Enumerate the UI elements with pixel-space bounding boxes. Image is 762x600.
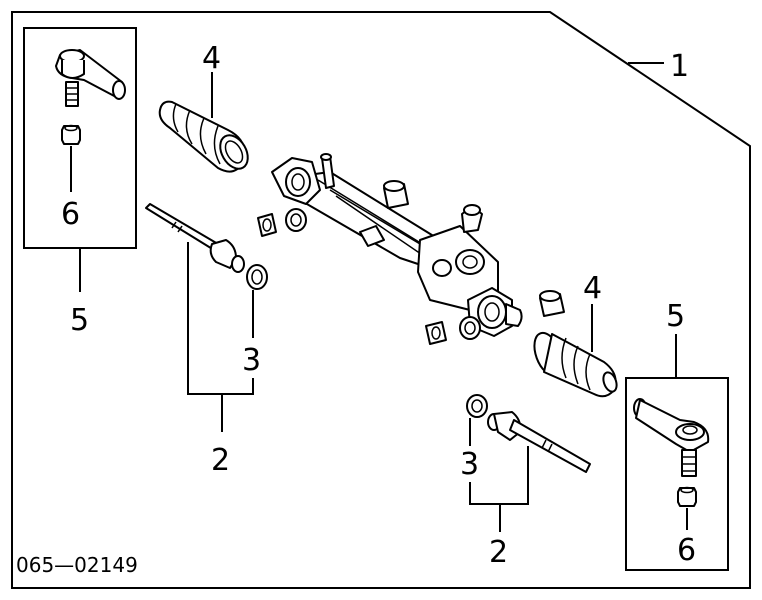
tie-rod-end-box-right [625, 377, 729, 571]
steering-rack-housing [271, 153, 523, 337]
bushing-bottom-left [425, 321, 447, 345]
callout-nut-left: 6 [61, 197, 80, 232]
callout-tie-rod-end-right: 5 [666, 299, 685, 334]
callout-assembly: 1 [670, 49, 689, 84]
boot-right [533, 331, 618, 398]
nut-right [677, 486, 697, 507]
tie-rod-left [145, 203, 245, 273]
tie-rod-end-right [633, 398, 710, 477]
diagram-code: 065—02149 [16, 553, 138, 577]
washer-left [246, 264, 268, 290]
callout-tie-rod-end-left: 5 [70, 303, 89, 338]
callout-boot-left: 4 [202, 41, 221, 76]
tie-rod-right [487, 411, 591, 473]
washer-right [466, 394, 488, 418]
bushing-right [539, 290, 565, 317]
assembly-frame [11, 11, 751, 589]
boot-left [158, 100, 249, 173]
bushing-top [383, 180, 409, 209]
tie-rod-end-left [55, 49, 126, 107]
nut-left [61, 124, 81, 145]
callout-washer-right: 3 [460, 447, 479, 482]
bushing-left-front [257, 213, 277, 237]
bracket-tie-rod-left [187, 242, 254, 395]
callout-tie-rod-right: 2 [489, 535, 508, 570]
callout-boot-right: 4 [583, 271, 602, 306]
bushing-left-rear [285, 208, 307, 232]
callout-tie-rod-left: 2 [211, 443, 230, 478]
callout-washer-left: 3 [242, 343, 261, 378]
callout-nut-right: 6 [677, 533, 696, 568]
bushing-bottom-mid [459, 316, 481, 340]
